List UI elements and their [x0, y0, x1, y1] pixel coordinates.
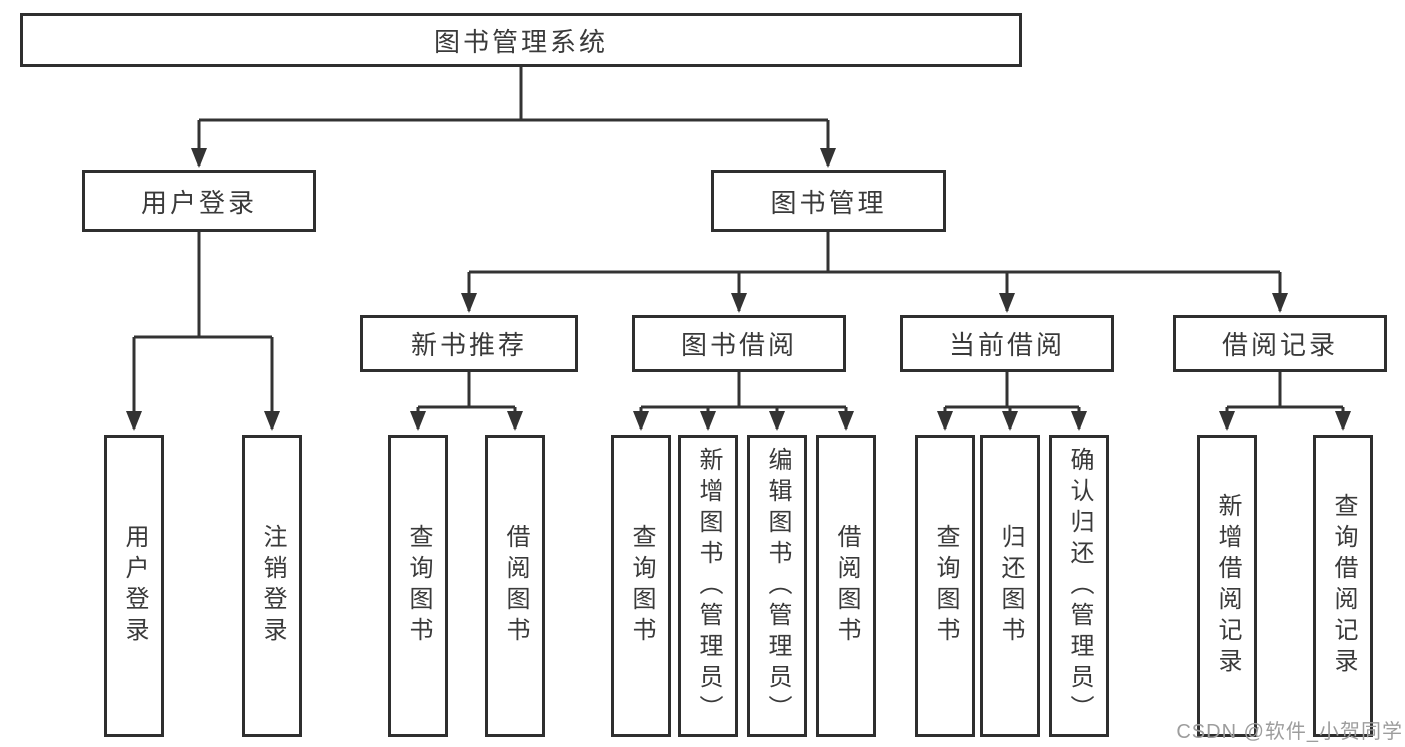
- leaf-query-books-recommend: 查询图书: [388, 435, 448, 737]
- leaf-add-borrow-record: 新增借阅记录: [1197, 435, 1257, 737]
- node-borrow-records: 借阅记录: [1173, 315, 1387, 372]
- leaf-query-borrow-record: 查询借阅记录: [1313, 435, 1373, 737]
- node-current-borrow: 当前借阅: [900, 315, 1114, 372]
- leaf-add-book-admin: 新增图书（管理员）: [678, 435, 738, 737]
- node-root-system: 图书管理系统: [20, 13, 1022, 67]
- leaf-confirm-return-admin: 确认归还（管理员）: [1049, 435, 1109, 737]
- leaf-logout-login: 注销登录: [242, 435, 302, 737]
- csdn-watermark: CSDN @软件_小贺同学: [1176, 721, 1403, 743]
- leaf-return-book: 归还图书: [980, 435, 1040, 737]
- node-new-book-recommend: 新书推荐: [360, 315, 578, 372]
- leaf-query-books-borrow: 查询图书: [611, 435, 671, 737]
- leaf-borrow-books-recommend: 借阅图书: [485, 435, 545, 737]
- leaf-query-books-current: 查询图书: [915, 435, 975, 737]
- leaf-borrow-books: 借阅图书: [816, 435, 876, 737]
- leaf-edit-book-admin: 编辑图书（管理员）: [747, 435, 807, 737]
- leaf-user-login: 用户登录: [104, 435, 164, 737]
- node-book-borrow: 图书借阅: [632, 315, 846, 372]
- node-book-management: 图书管理: [711, 170, 946, 232]
- node-user-login: 用户登录: [82, 170, 316, 232]
